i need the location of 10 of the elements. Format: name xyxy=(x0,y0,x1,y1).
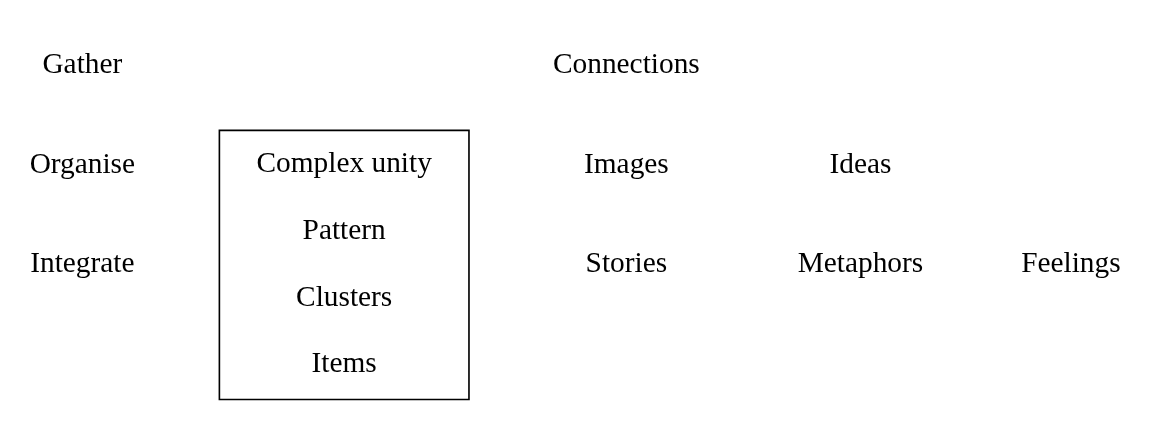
label: Connections xyxy=(552,47,700,80)
label: Metaphors xyxy=(797,246,924,279)
label: Gather xyxy=(42,47,123,80)
label: Integrate xyxy=(30,246,135,279)
label: Organise xyxy=(29,146,136,179)
label: Feelings xyxy=(1021,246,1121,279)
label: Stories xyxy=(585,246,668,279)
label: Images xyxy=(583,146,669,179)
label: Ideas xyxy=(829,146,892,179)
node-box: Complex unity Pattern Clusters Items xyxy=(218,129,470,401)
